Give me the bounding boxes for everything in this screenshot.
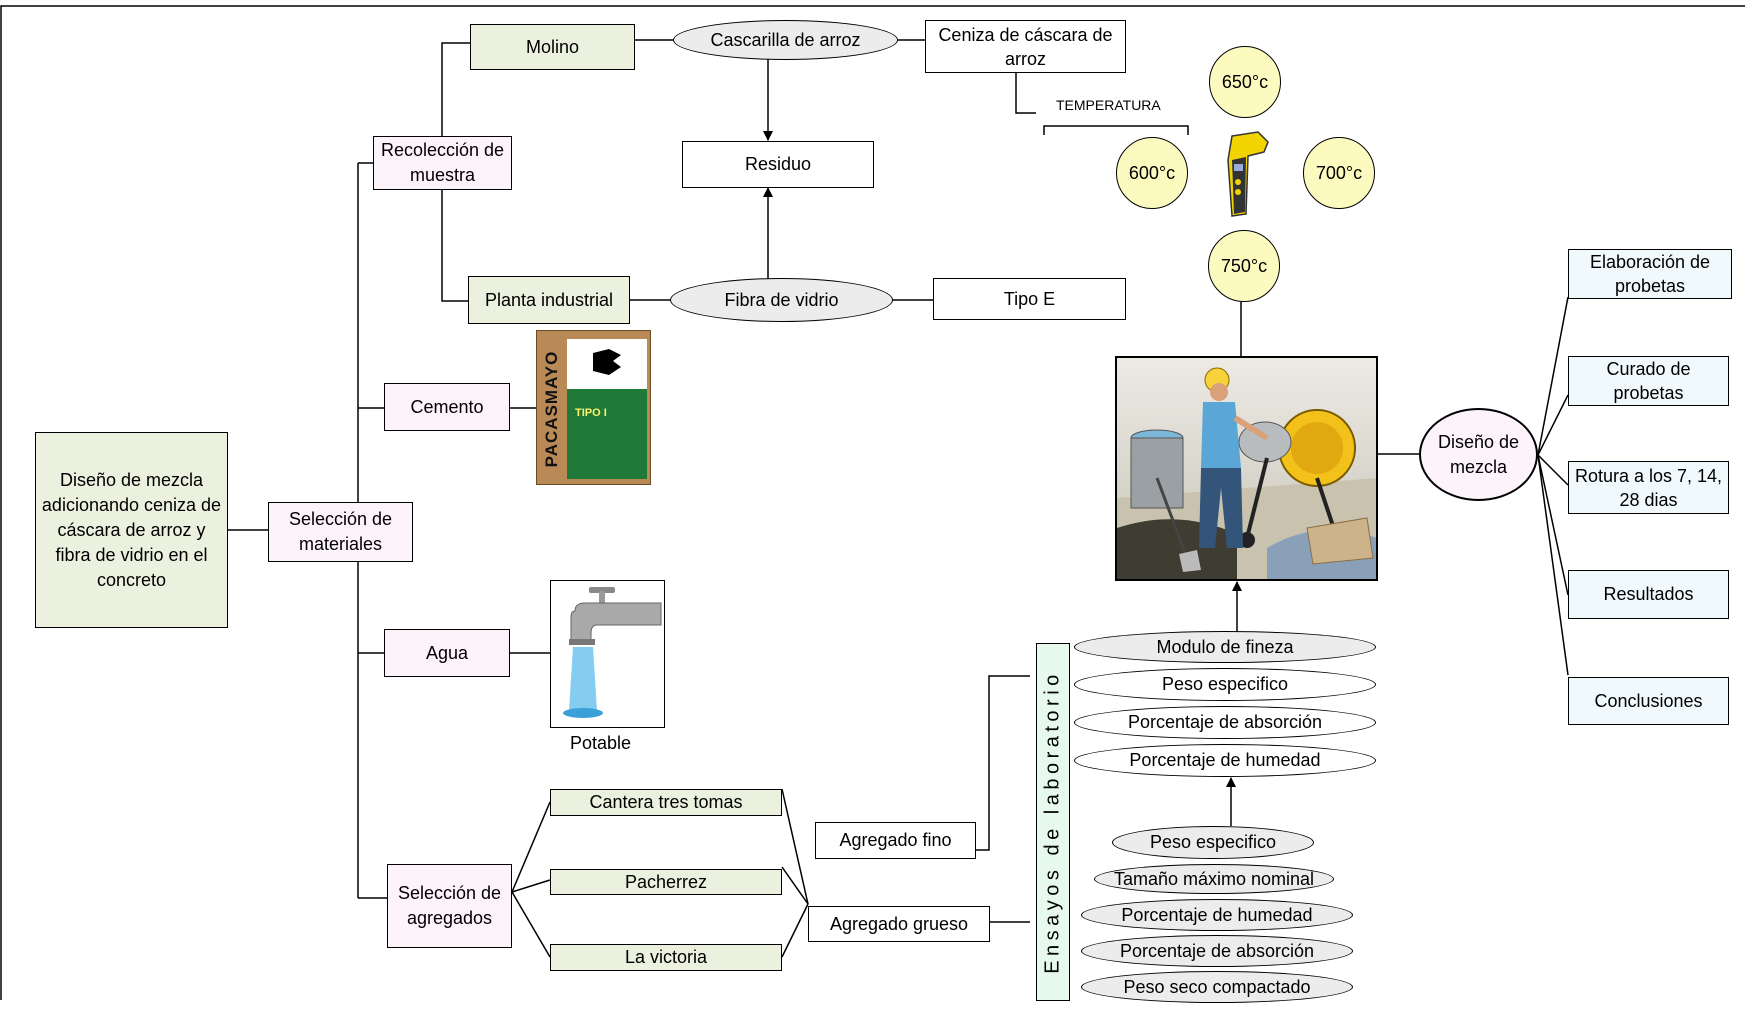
ensayo-grueso-5-label: Peso seco compactado (1123, 976, 1311, 997)
concrete-mixing-image (1115, 356, 1378, 581)
seleccion-materiales-node: Selección de materiales (268, 502, 413, 562)
outcome-rotura: Rotura a los 7, 14, 28 dias (1568, 461, 1729, 514)
molino-node: Molino (470, 24, 635, 70)
la-victoria-node: La victoria (550, 944, 782, 971)
recoleccion-node: Recolección de muestra (373, 136, 512, 190)
temp-600: 600°c (1116, 137, 1188, 209)
ensayo-fino-2-label: Peso especifico (1161, 674, 1289, 694)
outcome-conclusiones: Conclusiones (1568, 677, 1729, 725)
ensayo-fino-3: Porcentaje de absorción (1074, 706, 1376, 739)
ensayo-fino-2: Peso especifico (1074, 668, 1376, 701)
pacherrez-label: Pacherrez (624, 871, 708, 892)
agua-label: Agua (425, 642, 469, 663)
outcome-resultados: Resultados (1568, 570, 1729, 619)
ensayo-fino-4: Porcentaje de humedad (1074, 744, 1376, 777)
temp-750: 750°c (1208, 230, 1280, 302)
tipo-e-label: Tipo E (1003, 288, 1056, 309)
agregado-fino-node: Agregado fino (815, 822, 976, 859)
cement-logo-icon (593, 349, 621, 375)
ensayo-fino-3-label: Porcentaje de absorción (1127, 712, 1323, 732)
cascarilla-node: Cascarilla de arroz (673, 20, 898, 60)
diseno-mezcla-node: Diseño de mezcla (1419, 408, 1538, 501)
ensayo-grueso-4: Porcentaje de absorción (1081, 935, 1353, 967)
planta-label: Planta industrial (484, 289, 614, 310)
ensayo-fino-1: Modulo de fineza (1074, 631, 1376, 663)
ensayo-grueso-3: Porcentaje de humedad (1081, 899, 1353, 931)
temp-700-label: 700°c (1315, 162, 1363, 183)
temp-750-label: 750°c (1220, 255, 1268, 276)
ensayo-grueso-5: Peso seco compactado (1081, 971, 1353, 1003)
outcome-elaboracion: Elaboración de probetas (1568, 249, 1732, 299)
ensayos-laboratorio-bar: Ensayos de laboratorio (1036, 643, 1070, 1001)
ensayo-grueso-1-label: Peso especifico (1149, 832, 1277, 852)
ceniza-node: Ceniza de cáscara de arroz (925, 20, 1126, 73)
outcome-elaboracion-label: Elaboración de probetas (1589, 252, 1711, 296)
temp-650: 650°c (1209, 46, 1281, 118)
residuo-node: Residuo (682, 141, 874, 188)
outcome-conclusiones-label: Conclusiones (1594, 690, 1703, 711)
pacherrez-node: Pacherrez (550, 869, 782, 895)
fibra-label: Fibra de vidrio (724, 289, 839, 310)
seleccion-agregados-label: Selección de agregados (397, 883, 502, 928)
temperatura-label: TEMPERATURA (1056, 97, 1161, 113)
outcome-resultados-label: Resultados (1603, 584, 1694, 604)
agregado-fino-label: Agregado fino (839, 830, 952, 850)
ensayo-fino-1-label: Modulo de fineza (1156, 636, 1294, 657)
planta-node: Planta industrial (468, 276, 630, 324)
water-tap-image (550, 580, 665, 728)
cement-bag-type: TIPO I (575, 407, 607, 419)
tap-icon (563, 587, 662, 718)
temp-650-label: 650°c (1221, 71, 1269, 92)
cement-bag-image: TIPO I PACASMAYO (536, 330, 651, 485)
cantera-tres-tomas-label: Cantera tres tomas (589, 792, 743, 812)
thermometer-icon (1227, 131, 1269, 217)
ensayo-grueso-1: Peso especifico (1112, 826, 1314, 859)
diseno-mezcla-label: Diseño de mezcla (1437, 431, 1520, 477)
ceniza-label: Ceniza de cáscara de arroz (938, 24, 1113, 69)
agregado-grueso-node: Agregado grueso (808, 906, 990, 942)
main-node-label: Diseño de mezcla adicionando ceniza de c… (41, 469, 222, 590)
cemento-label: Cemento (410, 396, 484, 417)
fibra-node: Fibra de vidrio (670, 278, 893, 322)
outcome-curado-label: Curado de probetas (1606, 359, 1691, 403)
outcome-rotura-label: Rotura a los 7, 14, 28 dias (1574, 465, 1723, 510)
cement-bag-brand: PACASMAYO (542, 350, 561, 468)
main-node: Diseño de mezcla adicionando ceniza de c… (35, 432, 228, 628)
ensayo-grueso-3-label: Porcentaje de humedad (1121, 904, 1313, 925)
tipo-e-node: Tipo E (933, 278, 1126, 320)
temp-600-label: 600°c (1128, 162, 1176, 183)
outcome-curado: Curado de probetas (1568, 356, 1729, 406)
ensayo-grueso-2: Tamaño máximo nominal (1094, 864, 1334, 894)
ensayo-fino-4-label: Porcentaje de humedad (1129, 750, 1321, 770)
agregado-grueso-label: Agregado grueso (829, 913, 969, 934)
ensayo-grueso-4-label: Porcentaje de absorción (1119, 940, 1315, 961)
recoleccion-label: Recolección de muestra (380, 140, 505, 185)
seleccion-materiales-label: Selección de materiales (288, 509, 393, 554)
ensayo-grueso-2-label: Tamaño máximo nominal (1113, 868, 1315, 889)
mixer-worker-illustration (1117, 367, 1376, 579)
la-victoria-label: La victoria (624, 947, 708, 967)
agua-node: Agua (384, 629, 510, 677)
cantera-tres-tomas-node: Cantera tres tomas (550, 789, 782, 816)
cascarilla-label: Cascarilla de arroz (710, 29, 861, 50)
ensayos-laboratorio-label: Ensayos de laboratorio (1041, 670, 1064, 974)
potable-label: Potable (570, 733, 632, 753)
molino-label: Molino (525, 36, 580, 57)
cement-bag-green-band (567, 389, 647, 479)
cemento-node: Cemento (384, 383, 510, 431)
temp-700: 700°c (1303, 137, 1375, 209)
seleccion-agregados-node: Selección de agregados (387, 864, 512, 948)
residuo-label: Residuo (744, 154, 812, 174)
